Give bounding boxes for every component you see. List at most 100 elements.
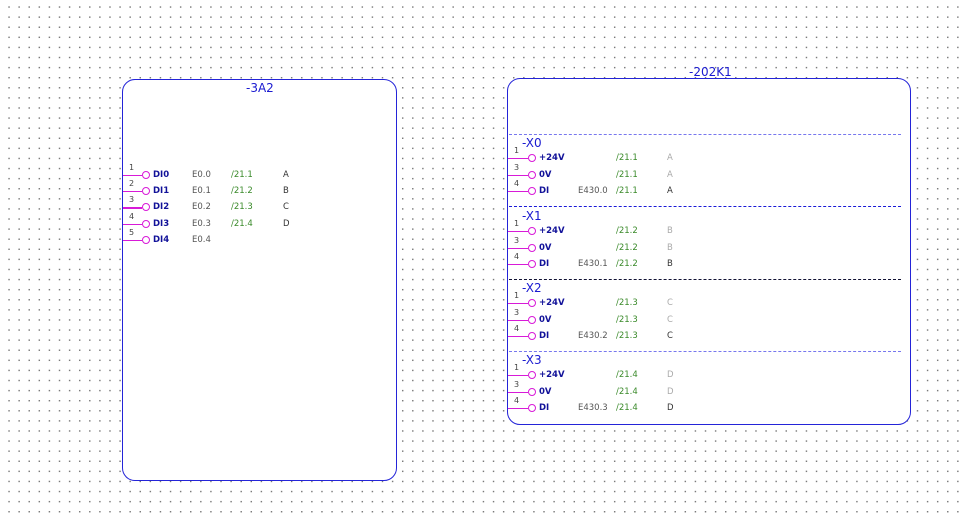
pin-terminal-icon[interactable]	[528, 260, 536, 268]
pin-reference: /21.2	[616, 242, 638, 253]
pin-wire	[508, 303, 528, 305]
pin-number: 4	[129, 211, 135, 221]
pin-terminal-icon[interactable]	[528, 387, 536, 396]
pin-wire	[508, 174, 528, 176]
pin-wire	[123, 175, 142, 177]
pin-name: 0V	[539, 242, 552, 253]
pin-wire	[508, 264, 528, 266]
pin-letter: B	[283, 186, 289, 197]
pin-number: 4	[514, 324, 520, 333]
pin-reference: /21.3	[616, 331, 638, 341]
pin-terminal-icon[interactable]	[528, 371, 536, 379]
pin-address: E0.2	[192, 202, 211, 213]
connector-label-x3: -X3	[522, 353, 542, 367]
pin-number: 3	[514, 162, 520, 172]
device-block-3a2[interactable]	[122, 79, 397, 481]
pin-terminal-icon[interactable]	[528, 404, 536, 412]
pin-address: E430.2	[578, 331, 608, 341]
pin-terminal-icon[interactable]	[528, 332, 536, 340]
pin-letter: C	[283, 202, 289, 213]
pin-terminal-icon[interactable]	[528, 187, 536, 195]
pin-name: +24V	[539, 226, 565, 236]
pin-letter: B	[667, 242, 673, 253]
pin-name: DI	[539, 259, 550, 269]
connector-separator-x2	[509, 279, 901, 280]
pin-letter: D	[667, 370, 674, 380]
pin-wire	[123, 239, 142, 242]
pin-terminal-icon[interactable]	[142, 219, 150, 228]
pin-number: 1	[514, 363, 520, 372]
pin-address: E430.1	[578, 259, 608, 269]
pin-terminal-icon[interactable]	[528, 154, 536, 162]
pin-terminal-icon[interactable]	[528, 243, 536, 252]
pin-name: DI	[539, 186, 550, 196]
pin-number: 3	[514, 379, 520, 389]
pin-wire	[508, 231, 528, 233]
pin-reference: /21.2	[231, 186, 253, 197]
pin-terminal-icon[interactable]	[142, 187, 150, 196]
pin-number: 1	[129, 163, 135, 172]
pin-number: 3	[129, 195, 135, 205]
pin-letter: D	[667, 386, 674, 397]
pin-wire	[508, 191, 528, 193]
pin-address: E0.4	[192, 234, 211, 245]
pin-terminal-icon[interactable]	[142, 235, 150, 244]
pin-name: DI2	[153, 202, 170, 213]
pin-wire	[508, 319, 528, 321]
pin-terminal-icon[interactable]	[528, 299, 536, 307]
pin-name: DI	[539, 403, 550, 413]
pin-number: 1	[514, 219, 520, 228]
pin-letter: B	[667, 259, 673, 269]
pin-name: DI1	[153, 186, 170, 197]
pin-terminal-icon[interactable]	[528, 170, 536, 179]
pin-letter: D	[667, 403, 674, 413]
pin-row[interactable]: 1 +24V/21.4 D	[508, 363, 688, 382]
pin-name: 0V	[539, 386, 552, 397]
pin-wire	[123, 207, 142, 209]
pin-name: +24V	[539, 370, 565, 380]
block-title-202k1: -202K1	[689, 65, 732, 79]
pin-name: 0V	[539, 169, 552, 180]
pin-number: 4	[514, 396, 520, 405]
device-block-202k1[interactable]	[507, 78, 911, 425]
pin-reference: /21.2	[616, 259, 638, 269]
pin-reference: /21.4	[616, 370, 638, 380]
pin-letter: A	[283, 170, 289, 180]
pin-name: DI0	[153, 170, 170, 180]
pin-number: 1	[514, 146, 520, 155]
pin-address: E430.3	[578, 403, 608, 413]
pin-letter: B	[667, 226, 673, 236]
pin-reference: /21.1	[231, 170, 253, 180]
pin-reference: /21.3	[616, 314, 638, 325]
pin-terminal-icon[interactable]	[528, 315, 536, 324]
pin-terminal-icon[interactable]	[142, 171, 150, 179]
pin-name: DI3	[153, 218, 170, 229]
pin-terminal-icon[interactable]	[142, 203, 150, 212]
pin-address: E430.0	[578, 186, 608, 196]
pin-wire	[508, 247, 528, 249]
connector-label-x0: -X0	[522, 136, 542, 150]
pin-reference: /21.1	[616, 153, 638, 163]
pin-wire	[123, 191, 142, 193]
block-title-3a2: -3A2	[246, 81, 274, 95]
pin-wire	[508, 375, 528, 377]
pin-name: +24V	[539, 298, 565, 308]
pin-reference: /21.4	[231, 218, 253, 229]
pin-terminal-icon[interactable]	[528, 227, 536, 235]
